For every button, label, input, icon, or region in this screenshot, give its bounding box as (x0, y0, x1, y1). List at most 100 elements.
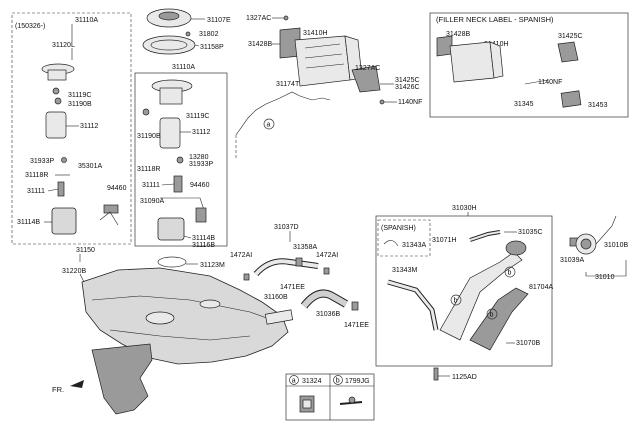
label-31428B: 31428B (248, 41, 272, 48)
label-31118R-mid: 31118R (137, 166, 160, 173)
label-1140NF: 1140NF (398, 99, 422, 106)
label-31158P: 31158P (200, 44, 224, 51)
label-31107E: 31107E (207, 17, 231, 24)
callout-a (263, 118, 275, 130)
label-31160B: 31160B (264, 294, 288, 301)
leader (47, 188, 59, 192)
label-81704A: 81704A (529, 284, 553, 291)
legend-a-code: 31324 (302, 378, 322, 385)
callout-b-letter: b (454, 298, 458, 305)
label-31070B: 31070B (516, 340, 540, 347)
label-31410H: 31410H (303, 30, 328, 37)
label-1327AC-2: 1327AC (355, 65, 380, 72)
label-31030H: 31030H (452, 205, 477, 212)
seal-ring (185, 31, 191, 37)
legend-b-letter: b (336, 378, 340, 385)
label-1471EE-1: 1471EE (280, 284, 305, 291)
label-31111-left: 31111 (27, 188, 45, 195)
callout-b-2 (486, 308, 498, 320)
label-31112-left: 31112 (80, 123, 99, 130)
front-label: FR. (52, 385, 64, 394)
middle-assembly-box (134, 72, 228, 247)
legend-b-code: 1799JG (345, 378, 370, 385)
filler-neck-pipe (387, 230, 529, 351)
label-31118R-left: 31118R (25, 172, 48, 179)
label-31116B: 31116B (192, 242, 215, 249)
label-31345: 31345 (514, 101, 534, 108)
label-31343M: 31343M (392, 267, 417, 274)
pump-module-mid (142, 79, 207, 241)
clip-icon (299, 395, 315, 413)
label-31343A: 31343A (402, 242, 426, 249)
label-31035C: 31035C (518, 229, 543, 236)
label-31114B-mid: 31114B (192, 235, 215, 242)
label-31036B: 31036B (316, 311, 340, 318)
label-31933P-mid: 31933P (189, 161, 213, 168)
lock-ring (142, 8, 196, 55)
leader (79, 273, 85, 283)
label-31150: 31150 (76, 247, 95, 254)
label-31119C-mid: 31119C (186, 113, 209, 120)
label-31123M: 31123M (200, 262, 225, 269)
level-sensor-left (99, 204, 119, 226)
label-31426C: 31426C (395, 84, 420, 91)
callout-b-3 (504, 266, 516, 278)
bolt (433, 367, 439, 381)
label-1472AI-1: 1472AI (230, 252, 252, 259)
leader (183, 235, 192, 239)
pump-module-left (41, 63, 77, 235)
hose-clip-icon (339, 396, 363, 405)
callout-b-letter: b (508, 270, 512, 277)
spanish-label: (SPANISH) (381, 225, 416, 232)
bolt (283, 15, 289, 21)
front-arrow-icon (70, 380, 84, 388)
fuel-cap (569, 215, 617, 255)
label-31220B: 31220B (62, 268, 86, 275)
box-left-title: (150326-) (15, 23, 45, 30)
label-31010B: 31010B (604, 242, 628, 249)
label-31037D: 31037D (274, 224, 299, 231)
label-31190B-left: 31190B (68, 101, 92, 108)
legend-a-letter: a (292, 378, 296, 385)
label-31358A: 31358A (293, 244, 317, 251)
label-94460-mid: 94460 (190, 182, 210, 189)
spanish-box (377, 219, 431, 257)
filler-neck-box (375, 215, 553, 367)
vapor-hose (235, 91, 331, 136)
label-31071H: 31071H (432, 237, 457, 244)
label-31802: 31802 (199, 31, 219, 38)
label-31039A: 31039A (560, 257, 584, 264)
callout-a-letter: a (267, 122, 271, 129)
label-31090A: 31090A (140, 198, 164, 205)
label-31190B-mid: 31190B (137, 133, 161, 140)
filler-neck-label-box (429, 12, 629, 118)
label-31453: 31453 (588, 102, 608, 109)
label-31174T: 31174T (276, 81, 300, 88)
bolt (379, 99, 385, 105)
label-13280: 13280 (189, 154, 209, 161)
leader (194, 44, 200, 47)
legend-a-circle (289, 375, 299, 385)
label-31428B-spanish: 31428B (446, 31, 470, 38)
filler-neck-title: (FILLER NECK LABEL - SPANISH) (436, 15, 554, 24)
label-31010: 31010 (595, 274, 615, 281)
canister-spanish (436, 35, 582, 108)
label-31933P-left: 31933P (30, 158, 54, 165)
label-35301A: 35301A (78, 163, 102, 170)
label-1327AC-1: 1327AC (246, 15, 271, 22)
label-31114B-left: 31114B (17, 219, 40, 226)
label-31110A-mid: 31110A (172, 64, 195, 71)
label-1471EE-2: 1471EE (344, 322, 369, 329)
label-31120L: 31120L (52, 42, 75, 49)
callout-b-letter: b (490, 312, 494, 319)
canister (279, 27, 381, 93)
fuel-tank (81, 267, 289, 365)
leader (585, 260, 627, 277)
label-31119C-left: 31119C (68, 92, 91, 99)
label-31111-mid: 31111 (142, 182, 160, 189)
label-94460-left: 94460 (107, 185, 127, 192)
heat-shield (91, 343, 153, 415)
label-31425C-spanish: 31425C (558, 33, 583, 40)
label-31112-mid: 31112 (192, 129, 211, 136)
